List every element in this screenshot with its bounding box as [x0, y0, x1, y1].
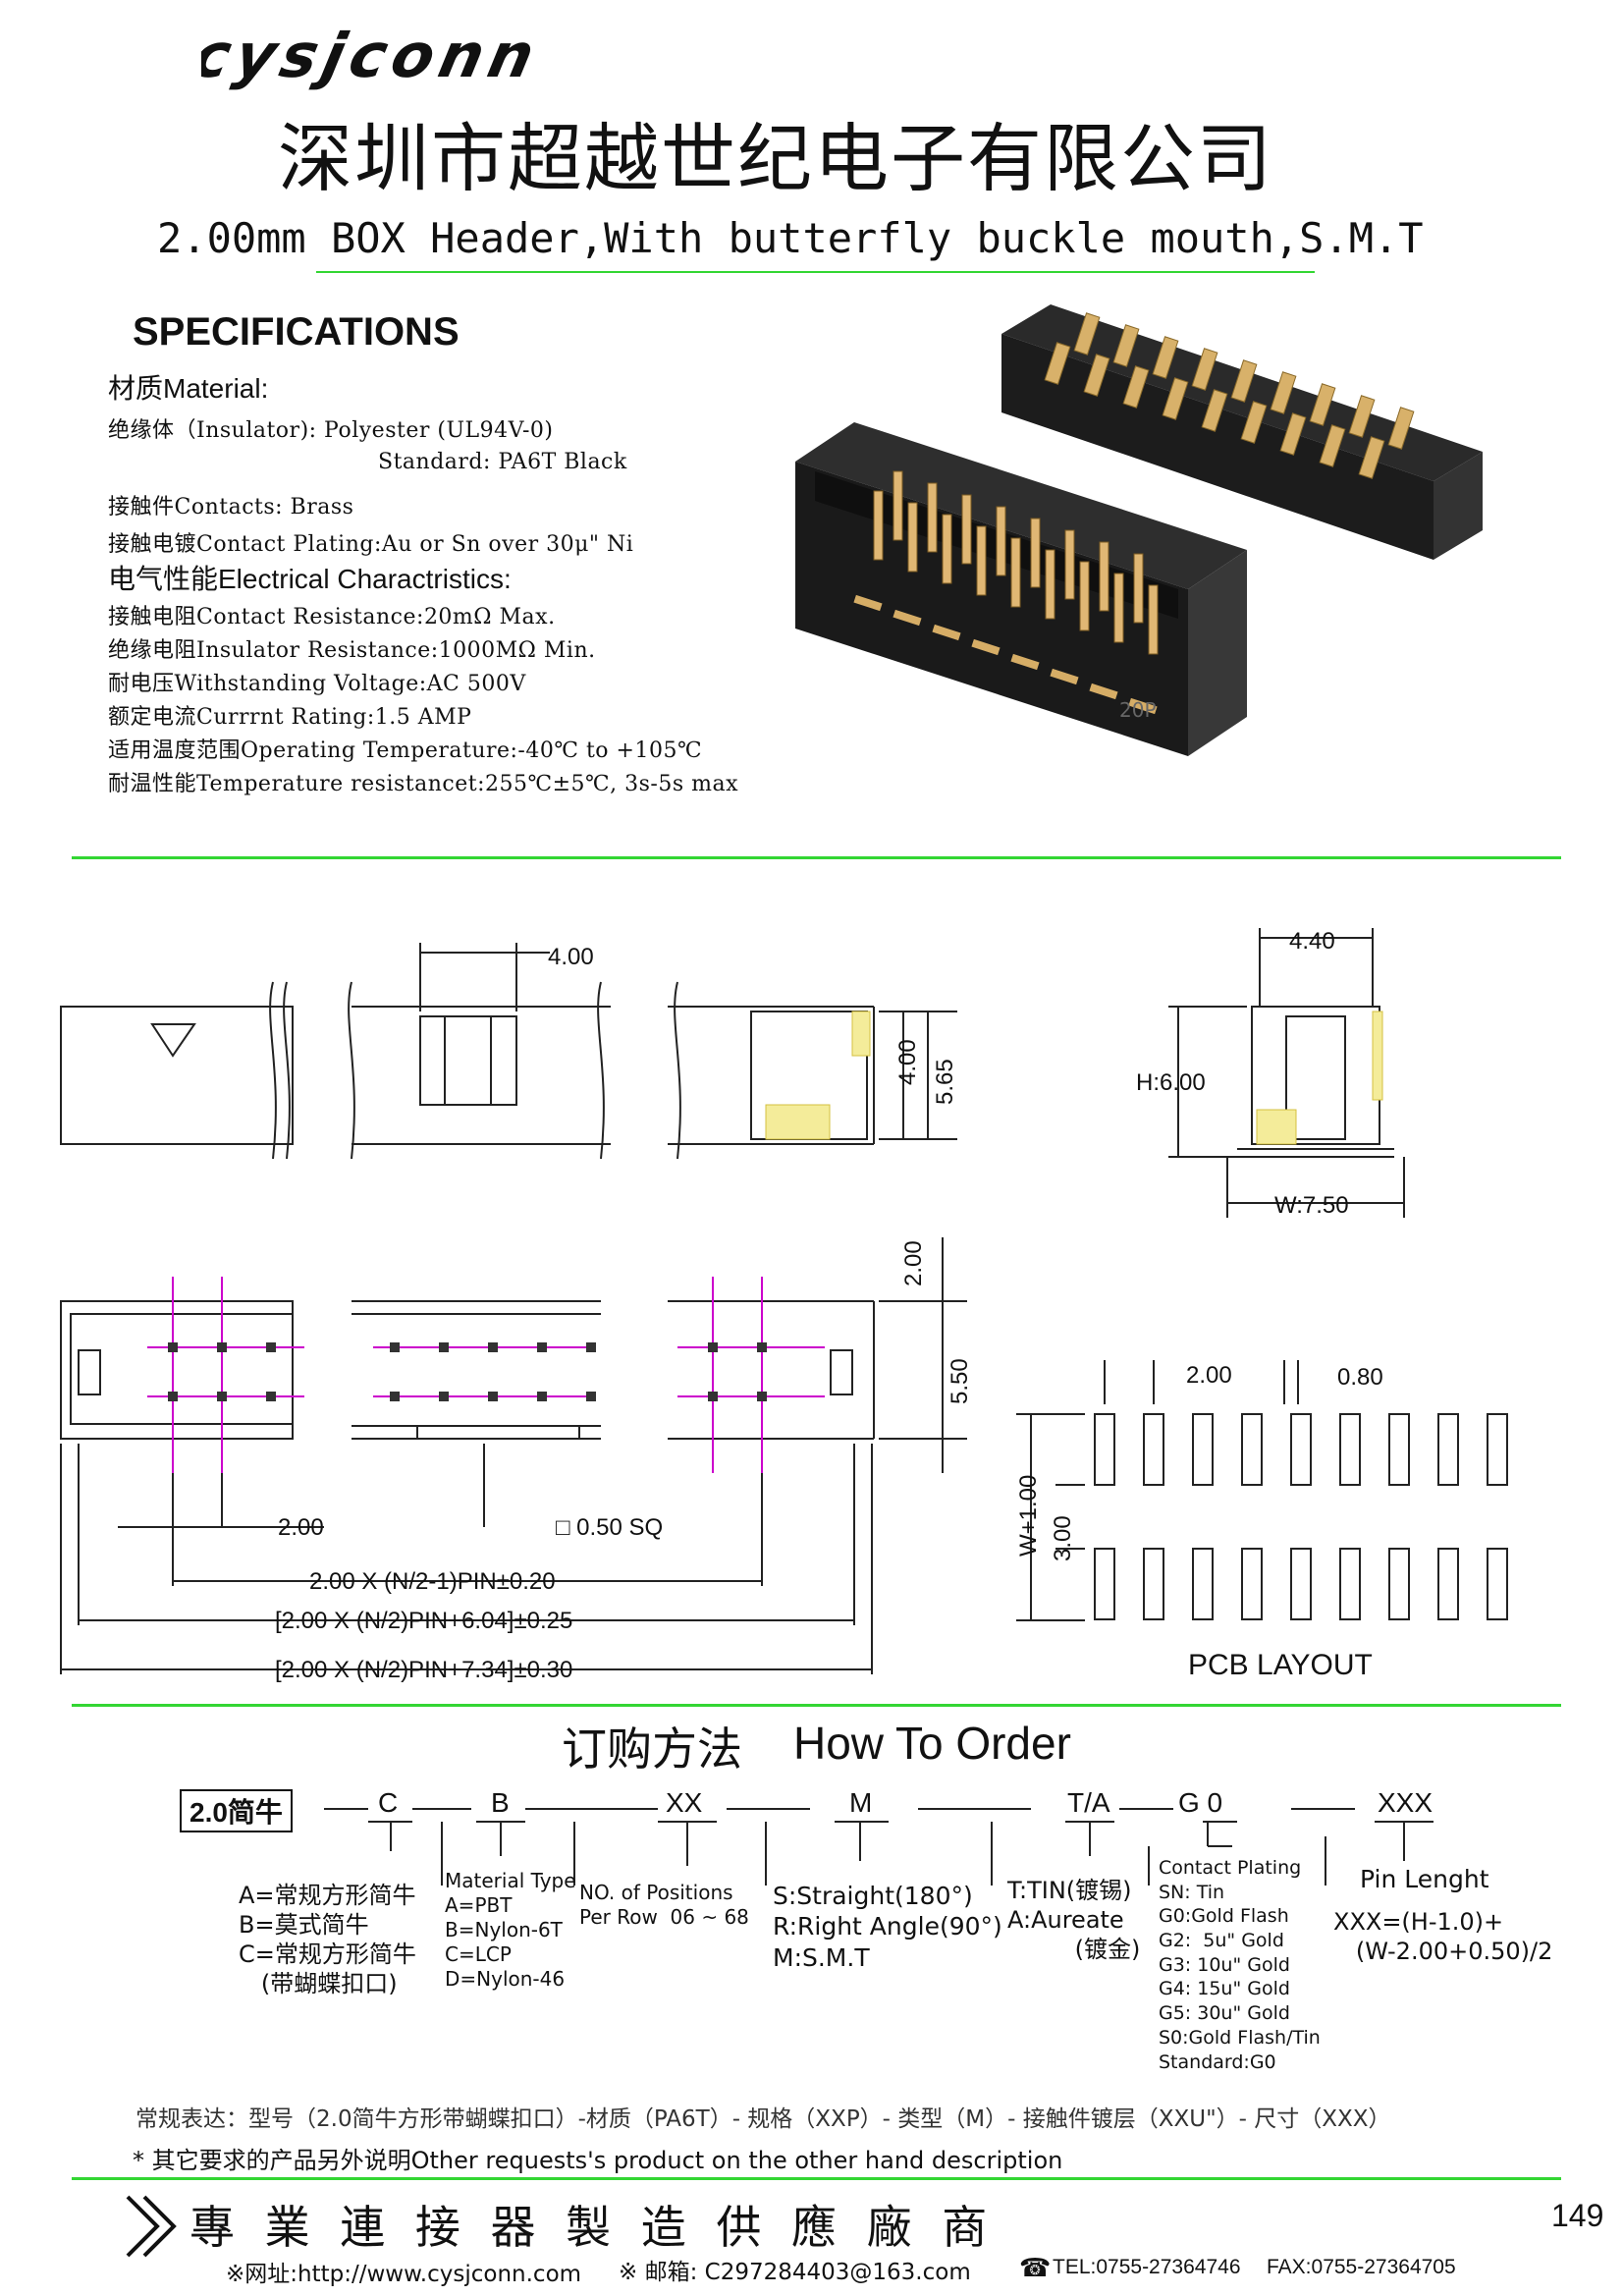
spec-contacts: 接触件Contacts: Brass — [108, 495, 354, 519]
specs-heading: SPECIFICATIONS — [133, 310, 460, 354]
order-desc-b-title: Material Type — [445, 1869, 576, 1892]
technical-drawing: 4.00 4.40 H:6.00 W:7.50 2.00 □ 0.50 SQ 2… — [60, 928, 1508, 1683]
footer-website[interactable]: ※网址:http://www.cysjconn.com — [226, 2262, 582, 2287]
order-desc-ta: T:TIN(镀锡) A:Aureate (镀金) — [1007, 1877, 1141, 1963]
spec-contact-resistance: 接触电阻Contact Resistance:20mΩ Max. — [108, 605, 556, 629]
page-number: 149 — [1551, 2198, 1604, 2233]
dim-formula-1: 2.00 X (N/2-1)PIN±0.20 — [309, 1568, 556, 1595]
brand-logo-text: cysjconn — [201, 22, 546, 90]
normal-expression: 常规表达：型号（2.0简牛方形带蝴蝶扣口）-材质（PA6T）- 规格（XXP）-… — [135, 2106, 1391, 2132]
dim-4-00-side: 4.00 — [894, 1039, 921, 1085]
order-code-box: 2.0简牛 — [180, 1789, 293, 1832]
title-underline — [316, 271, 1315, 273]
material-heading: 材质Material: — [108, 373, 269, 404]
spec-current: 额定电流Currrnt Rating:1.5 AMP — [108, 705, 472, 730]
order-seg-c: C — [378, 1787, 399, 1818]
product-title: 2.00mm BOX Header,With butterfly buckle … — [157, 214, 1424, 262]
order-desc-xxx: XXX=(H-1.0)+ (W-2.00+0.50)/2 — [1333, 1908, 1553, 1965]
footer-email[interactable]: ※ 邮箱: C297284403@163.com — [619, 2260, 971, 2285]
spec-plating: 接触电镀Contact Plating:Au or Sn over 30μ" N… — [108, 532, 634, 557]
footer-fax: FAX:0755-27364705 — [1267, 2256, 1456, 2278]
spec-insulator-standard: Standard: PA6T Black — [378, 450, 627, 474]
dim-sq: □ 0.50 SQ — [556, 1514, 663, 1541]
spec-insulator: 绝缘体（Insulator): Polyester (UL94V-0) — [108, 418, 554, 443]
pcb-pads — [1094, 1413, 1508, 1620]
footer-tel: TEL:0755-27364746 — [1053, 2256, 1241, 2278]
side-view-left — [60, 1006, 294, 1145]
dim-2-00-right: 2.00 — [900, 1240, 927, 1286]
pcb-3: 3.00 — [1050, 1515, 1076, 1561]
other-requests: * 其它要求的产品另外说明Other requests's product on… — [133, 2147, 1063, 2174]
pcb-pitch: 2.00 — [1186, 1362, 1232, 1389]
order-seg-xx: XX — [666, 1787, 703, 1818]
pcb-width: 0.80 — [1337, 1364, 1383, 1391]
order-desc-xx: NO. of Positions Per Row 06 ~ 68 — [579, 1881, 749, 1929]
dim-5-65: 5.65 — [932, 1059, 958, 1105]
dim-4-40: 4.40 — [1289, 928, 1335, 955]
order-desc-m: S:Straight(180°) R:Right Angle(90°) M:S.… — [773, 1882, 1002, 1972]
dim-pitch: 2.00 — [278, 1514, 324, 1541]
divider-1 — [72, 856, 1561, 859]
brand-logo: cysjconn — [187, 21, 673, 94]
product-illustration: 20P — [795, 295, 1483, 809]
model-mark: 20P — [1119, 698, 1157, 722]
order-desc-c: A=常规方形简牛 B=莫式简牛 C=常规方形简牛 (带蝴蝶扣口) — [239, 1882, 416, 1997]
order-title-en: How To Order — [793, 1718, 1071, 1769]
order-desc-g0: Contact Plating SN: Tin G0:Gold Flash G2… — [1159, 1857, 1321, 2073]
dim-5-50: 5.50 — [947, 1358, 973, 1404]
dim-h: H:6.00 — [1136, 1069, 1206, 1096]
order-code-lines — [324, 1808, 1434, 1886]
divider-2 — [72, 1704, 1561, 1707]
spec-temp-resist: 耐温性能Temperature resistancet:255℃±5℃, 3s-… — [108, 772, 739, 796]
order-seg-ta: T/A — [1067, 1787, 1110, 1818]
order-seg-b: B — [491, 1787, 510, 1818]
order-seg-xxx: XXX — [1378, 1787, 1434, 1818]
order-title-cn: 订购方法 — [562, 1722, 742, 1776]
order-desc-b: A=PBT B=Nylon-6T C=LCP D=Nylon-46 — [445, 1893, 566, 1991]
pcb-w: W+1.00 — [1015, 1475, 1042, 1557]
brand-logo-graphic: cysjconn — [187, 21, 546, 91]
dim-formula-3: [2.00 X (N/2)PIN+7.34]±0.30 — [275, 1657, 572, 1683]
footer-slogan: 專 業 連 接 器 製 造 供 應 廠 商 — [189, 2201, 996, 2254]
company-name: 深圳市超越世纪电子有限公司 — [278, 115, 1273, 202]
electrical-heading: 电气性能Electrical Charactristics: — [108, 564, 512, 594]
dim-formula-2: [2.00 X (N/2)PIN+6.04]±0.25 — [275, 1608, 572, 1634]
phone-icon: ☎ — [1019, 2254, 1052, 2283]
dim-4-00-top: 4.00 — [548, 944, 594, 970]
pcb-title: PCB LAYOUT — [1188, 1649, 1373, 1681]
chevron-icon — [123, 2192, 182, 2265]
dim-w: W:7.50 — [1274, 1192, 1349, 1219]
order-seg-m: M — [849, 1787, 873, 1818]
spec-withstanding: 耐电压Withstanding Voltage:AC 500V — [108, 672, 526, 696]
order-seg-g0: G 0 — [1178, 1787, 1223, 1818]
divider-3 — [72, 2177, 1561, 2180]
spec-temp-range: 适用温度范围Operating Temperature:-40℃ to +105… — [108, 738, 703, 763]
connector-bottom-view — [1001, 304, 1483, 560]
connector-top-view: 20P — [795, 422, 1247, 756]
order-desc-xxx-title: Pin Lenght — [1360, 1865, 1489, 1893]
spec-insulator-resistance: 绝缘电阻Insulator Resistance:1000MΩ Min. — [108, 638, 596, 663]
